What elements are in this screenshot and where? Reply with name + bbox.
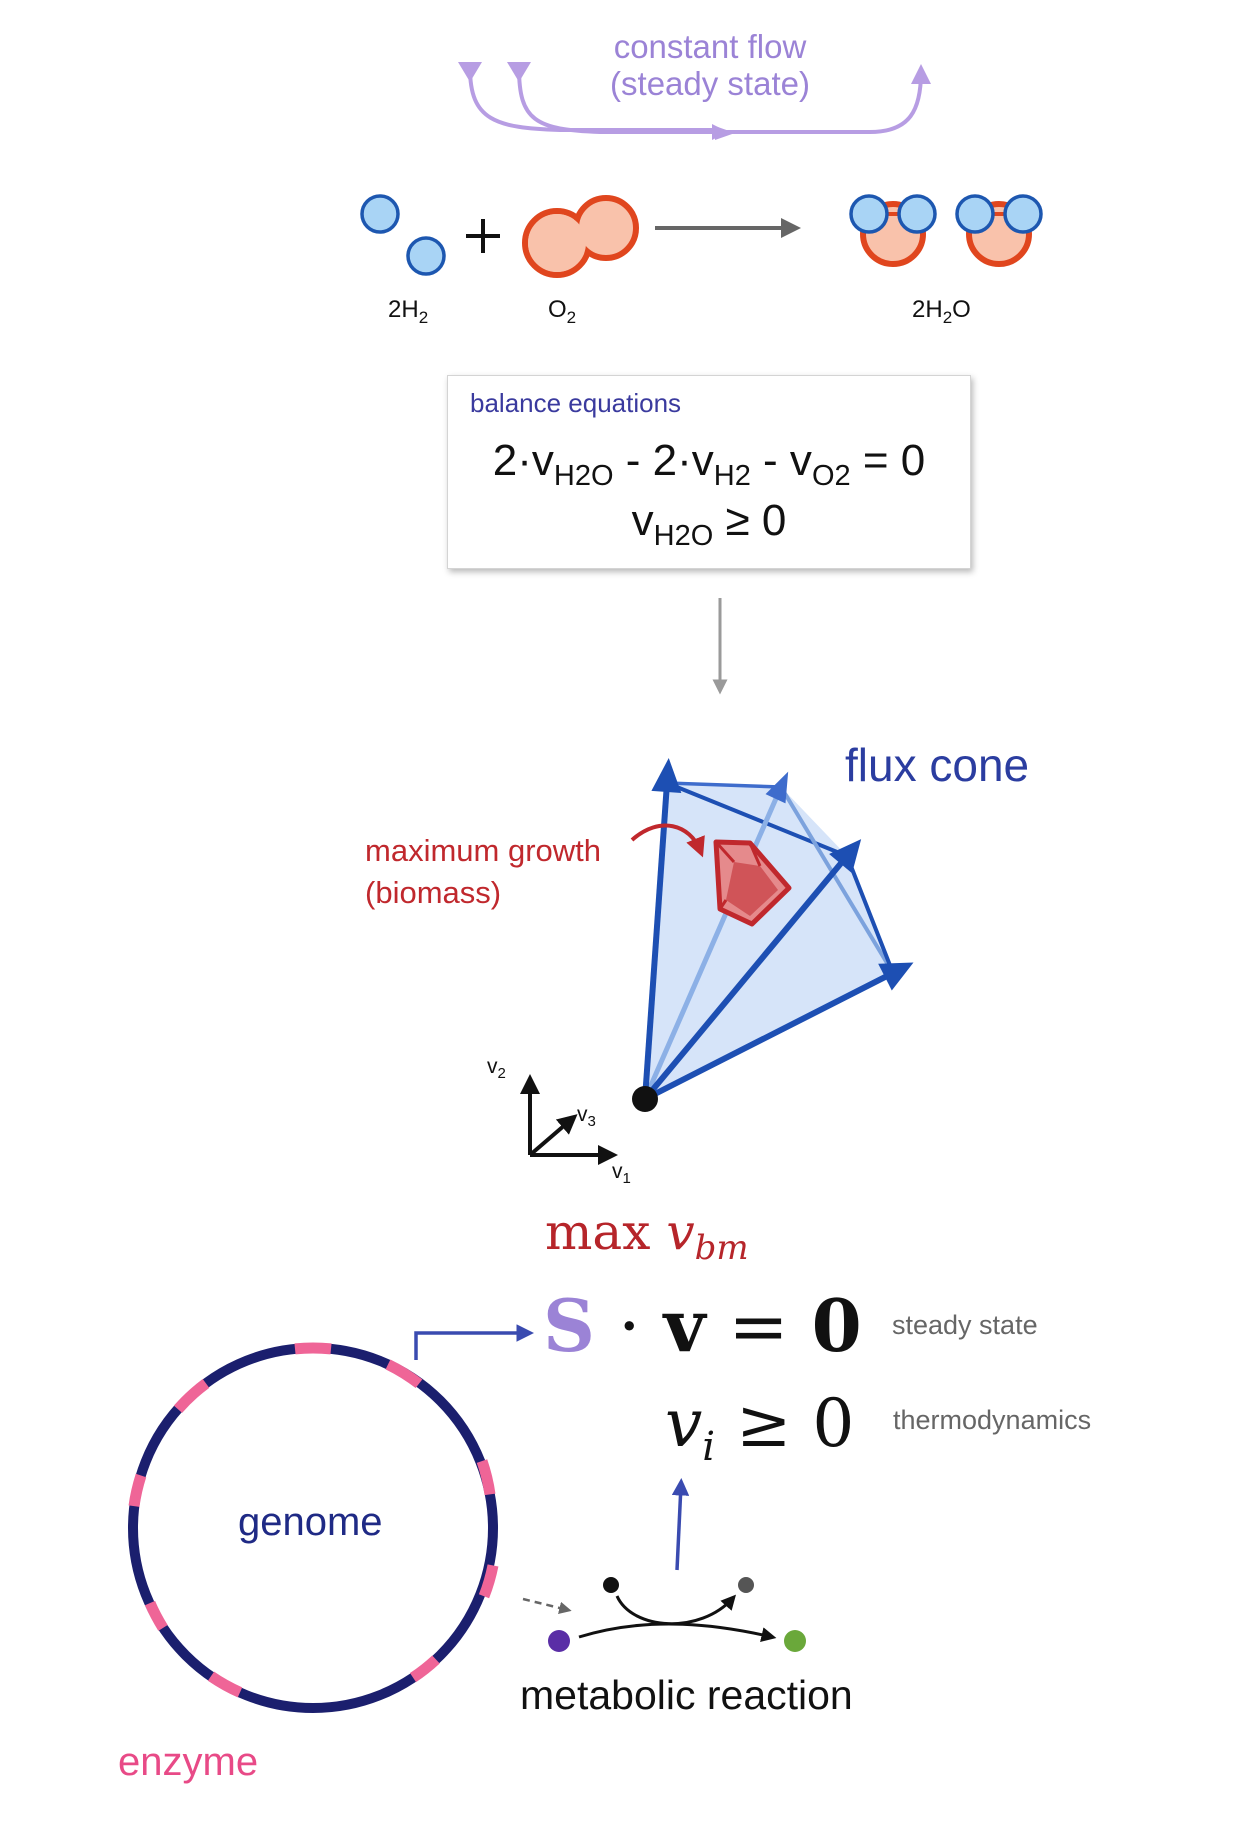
h2o-molecule-1 [849,194,937,267]
cone-ray-3 [643,970,895,1102]
cone-ray-2 [642,854,850,1101]
enzyme-segment [294,1342,332,1355]
cone-arrowhead-2 [829,839,862,874]
steady-state-note: steady state [892,1310,1038,1340]
flow-line-1: constant flow [613,28,807,65]
coordinate-axes [520,1074,618,1165]
objective-max-vbm: max vbm [545,1203,749,1268]
cone-edge-3 [779,785,895,975]
growth-polytope [713,839,792,927]
balance-equations-box: balance equations 2·vH2O - 2·vH2 - vO2 =… [447,375,971,569]
flux-cone-title: flux cone [845,739,1030,791]
flow-line-2: (steady state) [610,65,810,102]
enzyme-to-reaction-arrow [522,1597,572,1614]
flow-center-arrowhead [715,126,735,140]
balance-equation-1: 2·vH2O - 2·vH2 - vO2 = 0 [492,436,926,492]
enzyme-segment [207,1671,243,1698]
reaction-to-constraint-arrow [671,1478,690,1571]
flow-arrow-inlet-left [468,67,720,132]
cone-arrowhead-1 [651,758,682,794]
growth-line-1: maximum growth [365,833,601,868]
maximum-growth-label: maximum growth (biomass) [365,830,601,914]
thermodynamics-note: thermodynamics [893,1405,1092,1435]
enzyme-segment [478,1564,499,1599]
enzyme-segment [173,1378,210,1413]
balance-title: balance equations [470,388,682,418]
flow-inlet-right-tip [507,62,531,82]
genome-label: genome [238,1500,383,1544]
cone-edge-4 [845,855,895,974]
stoichiometric-matrix-symbol: S [543,1283,595,1368]
o2-label: O2 [548,296,577,327]
axis-v3 [528,1114,578,1157]
axis-label-v3: v3 [577,1103,596,1130]
enzyme-segment [476,1459,496,1496]
flow-arrow-inlet-right [517,67,718,134]
constant-flow-label: constant flow (steady state) [560,28,860,102]
cone-edge-2 [666,781,782,789]
enzyme-segment [385,1359,423,1389]
metabolic-reaction [522,1577,806,1652]
balance-equation-2: vH2O ≥ 0 [631,496,787,552]
enzyme-label: enzyme [118,1740,259,1784]
cofactor-arrow [615,1594,736,1626]
cofactor-out-dot [738,1577,754,1593]
thermodynamic-constraint: vi ≥ 0 [665,1385,855,1470]
axis-label-v2: v2 [487,1055,506,1082]
h2-label: 2H2 [388,296,429,327]
genome-ring [128,1342,499,1713]
enzyme-segment [144,1600,168,1631]
enzyme-segment [409,1655,440,1683]
genome-to-stoichiometry-arrow [414,1324,534,1360]
h2o-molecule-2 [955,194,1043,267]
growth-pointer-arrow [630,823,705,858]
substrate-arrow [578,1622,777,1642]
metabolic-reaction-label: metabolic reaction [520,1672,853,1718]
flux-cone [632,758,914,1112]
o2-molecule [522,195,639,278]
axis-label-v1: v1 [612,1160,631,1187]
h2o-label: 2H2O [912,296,971,327]
enzyme-segment [128,1473,147,1507]
flow-inlet-left-tip [458,62,482,82]
flow-arrow-outlet [700,64,931,134]
cone-origin [632,1086,658,1112]
h2-molecule [360,194,446,276]
growth-line-2: (biomass) [365,875,502,910]
hydrogen-atom-2 [406,236,446,276]
substrate-dot [548,1630,570,1652]
stoichiometric-constraint: S · v = 0 [543,1283,862,1368]
plus-sign [466,219,500,253]
hydrogen-atom-1 [360,194,400,234]
cofactor-in-dot [603,1577,619,1593]
cone-arrowhead-3 [878,962,914,991]
product-dot [784,1630,806,1652]
cone-ray-back [642,786,784,1100]
cone-ray-1 [642,782,670,1100]
